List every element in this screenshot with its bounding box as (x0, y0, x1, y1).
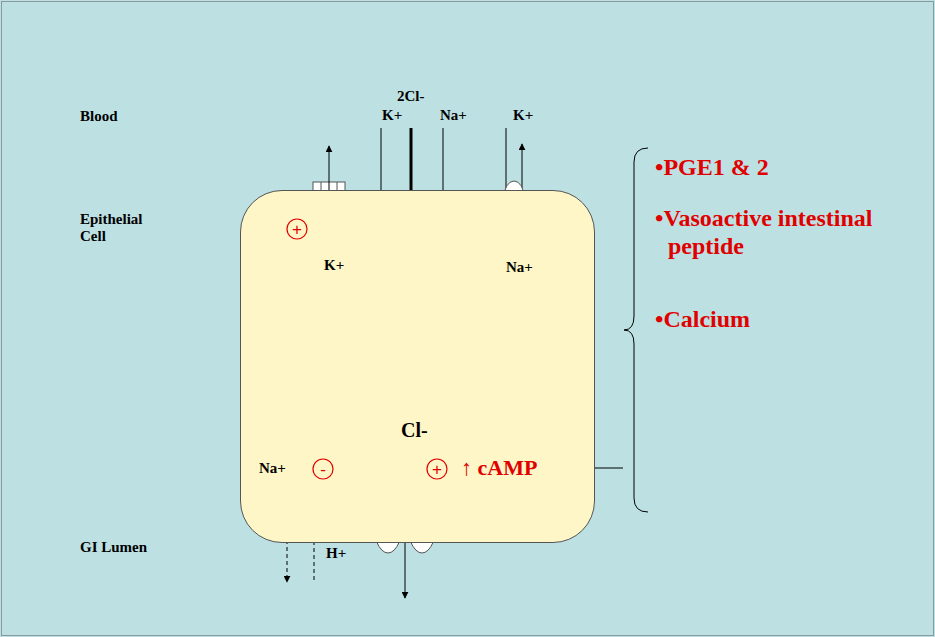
ion-label: Cl- (401, 419, 428, 442)
ion-label: Na+ (259, 460, 286, 477)
region-label: Epithelial Cell (80, 211, 160, 246)
inhibition-sign: - (312, 458, 334, 480)
mediator-item: •PGE1 & 2 (655, 154, 769, 182)
ion-label: Na+ (506, 259, 533, 276)
ion-label: K+ (324, 257, 344, 274)
mediator-item: •Calcium (655, 306, 750, 334)
sign-circle (427, 459, 447, 479)
messenger-label: ↑ cAMP (461, 455, 537, 480)
ion-label: H+ (326, 545, 346, 562)
mediator-item: •Vasoactive intestinal peptide (655, 205, 930, 260)
sign-text: + (426, 458, 448, 480)
epithelial-cell: K+ Na+ Na+ Cl- ↑ cAMP + - + (240, 190, 595, 543)
sign-text: + (286, 218, 308, 240)
sign-circle (287, 219, 307, 239)
ion-label: Na+ (440, 107, 467, 124)
stimulus-sign: + (286, 218, 308, 240)
ion-label: K+ (513, 107, 533, 124)
ion-label: K+ (382, 107, 402, 124)
sign-circle (313, 459, 333, 479)
bracket (624, 148, 648, 512)
region-label: GI Lumen (80, 539, 147, 556)
region-label: Blood (80, 108, 118, 125)
ion-label: 2Cl- (397, 88, 425, 105)
stimulus-sign: + (426, 458, 448, 480)
sign-text: - (312, 458, 334, 480)
